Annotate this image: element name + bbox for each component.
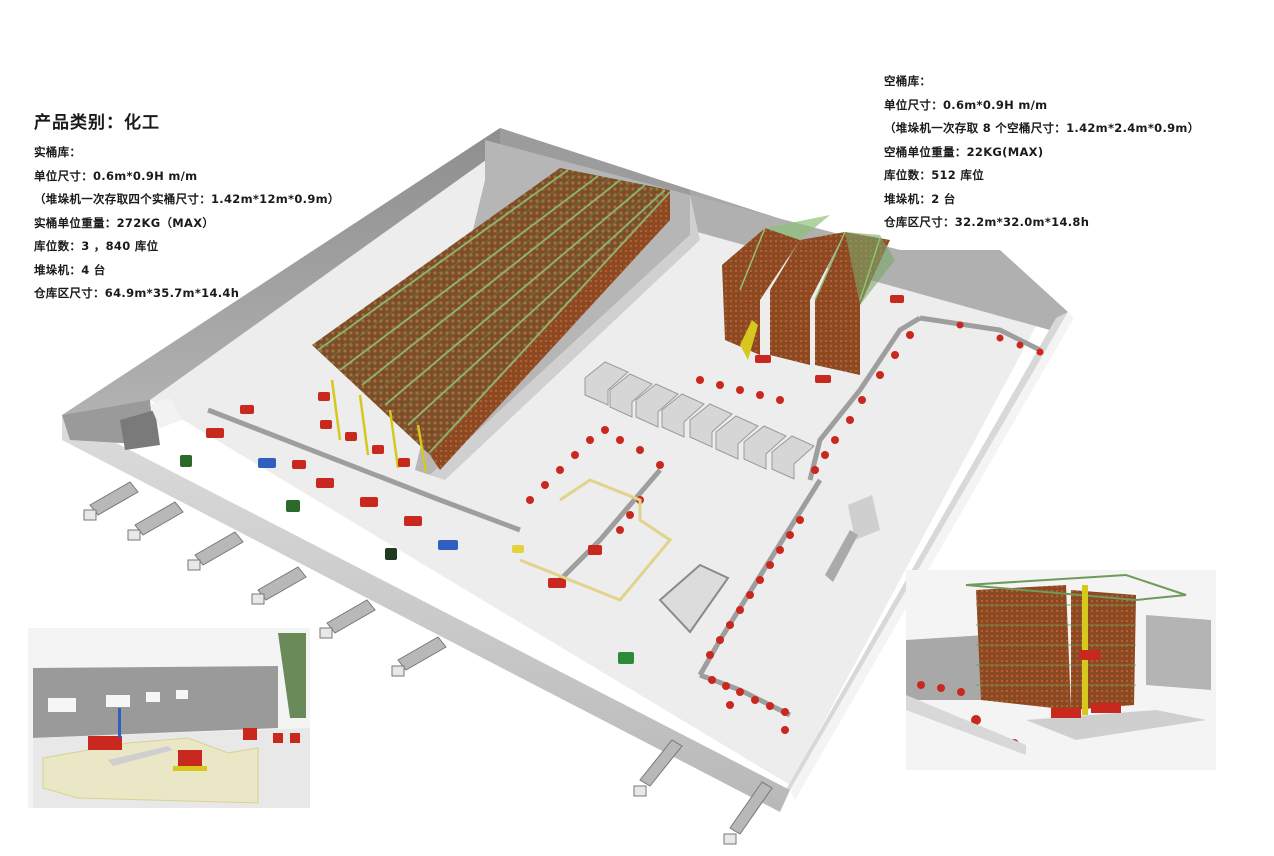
full-bucket-stacker-load-size: （堆垛机一次存取四个实桶尺寸：1.42m*12m*0.9m） bbox=[34, 192, 340, 206]
main-rack-structure bbox=[312, 168, 671, 473]
empty-bucket-stacker-count: 堆垛机：2 台 bbox=[884, 191, 956, 206]
empty-bucket-rack bbox=[722, 215, 895, 375]
product-category: 产品类别：化工 bbox=[34, 108, 340, 133]
empty-bucket-unit-weight: 空桶单位重量：22KG(MAX) bbox=[884, 144, 1044, 159]
loading-dock-trucks bbox=[83, 481, 773, 845]
full-bucket-unit-size: 单位尺寸：0.6m*0.9H m/m bbox=[34, 168, 198, 183]
empty-bucket-area-size: 仓库区尺寸：32.2m*32.0m*14.8h bbox=[884, 215, 1090, 229]
product-category-value: 化工 bbox=[124, 113, 160, 133]
inset-loading-area-illustration bbox=[28, 628, 310, 808]
product-category-label: 产品类别： bbox=[34, 113, 124, 133]
conveyor-lines bbox=[207, 315, 1042, 718]
full-bucket-heading: 实桶库： bbox=[34, 145, 82, 159]
empty-bucket-unit-size: 单位尺寸：0.6m*0.9H m/m bbox=[884, 97, 1048, 112]
misc-structures bbox=[658, 495, 880, 634]
pallet-stacks bbox=[206, 295, 904, 588]
fenced-work-area bbox=[519, 478, 673, 602]
front-wall bbox=[62, 398, 790, 812]
full-bucket-location-count: 库位数：3 ，840 库位 bbox=[34, 239, 159, 253]
inset-empty-rack bbox=[906, 570, 1216, 770]
full-bucket-stacker-count: 堆垛机：4 台 bbox=[34, 262, 106, 277]
empty-bucket-heading: 空桶库： bbox=[884, 74, 932, 88]
full-bucket-unit-weight: 实桶单位重量：272KG（MAX） bbox=[34, 215, 215, 230]
inset-loading-area bbox=[28, 628, 310, 808]
filling-machines bbox=[584, 361, 815, 480]
empty-bucket-spec-block: 空桶库： 单位尺寸：0.6m*0.9H m/m （堆垛机一次存取 8 个空桶尺寸… bbox=[884, 70, 1200, 235]
empty-bucket-location-count: 库位数：512 库位 bbox=[884, 168, 985, 182]
drums bbox=[526, 321, 1044, 734]
empty-bucket-stacker-load-size: （堆垛机一次存取 8 个空桶尺寸：1.42m*2.4m*0.9m） bbox=[884, 121, 1200, 135]
full-bucket-spec-block: 产品类别：化工 实桶库： 单位尺寸：0.6m*0.9H m/m （堆垛机一次存取… bbox=[34, 108, 340, 306]
inset-empty-rack-illustration bbox=[906, 570, 1216, 770]
vehicles bbox=[180, 455, 634, 664]
full-bucket-area-size: 仓库区尺寸：64.9m*35.7m*14.4h bbox=[34, 286, 240, 300]
